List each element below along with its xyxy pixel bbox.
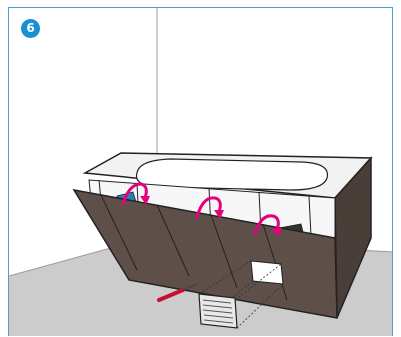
vent-grille-icon xyxy=(199,294,237,328)
instruction-frame: 6 xyxy=(8,7,393,336)
step-number-badge: 6 xyxy=(21,19,40,38)
bath-installation-illustration xyxy=(9,8,393,336)
